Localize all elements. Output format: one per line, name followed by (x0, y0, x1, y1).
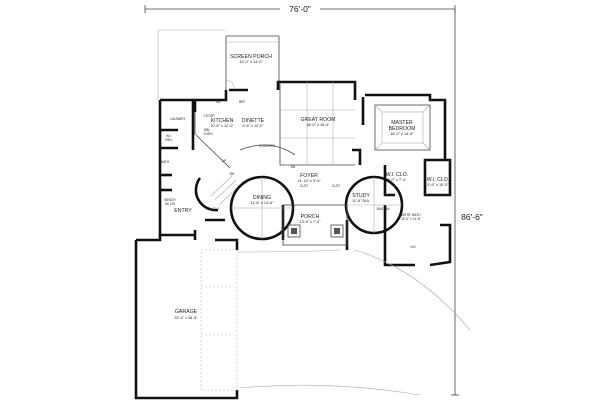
screen-porch-label: SCREEN PORCH (230, 54, 272, 60)
dbl-label: DBL (204, 128, 210, 132)
ref-label: REF (239, 100, 245, 104)
counter-label: COUNTER (259, 144, 275, 148)
counter (239, 144, 296, 156)
wi-clo-small-label: W.I. CLO. (206, 207, 220, 211)
wi-clo-1-size: 6'-0" x 7'-0" (387, 178, 407, 182)
porch (282, 204, 348, 246)
dn-label-2: DN (291, 165, 296, 169)
master-bedroom-label-2: BEDROOM (389, 126, 416, 132)
screen-porch-size: 12'-0" x 14'-0" (239, 60, 263, 64)
dining-size: 11'-6" x 14'-6" (250, 201, 274, 205)
dw-label: DN (216, 100, 221, 104)
foyer-size: 14'-10" x 9'-6" (297, 179, 321, 183)
bench-label-2: W/ LID (165, 202, 175, 206)
porch-label: PORCH (301, 214, 320, 220)
master-bedroom-size: 16'-0" x 15'-6" (390, 132, 414, 136)
clst-label-1: CLST (300, 184, 308, 188)
wi-clo-1-label: W.I. CLO. (386, 172, 408, 178)
laundry-label: LAUNDRY (170, 117, 186, 121)
depth-dimension: 86'-6" (461, 212, 483, 222)
lin-label: LIN (411, 245, 417, 249)
kitchen-size: 10'-6" x 12'-0" (210, 124, 234, 128)
dn-label: DN (230, 172, 235, 176)
mstr-bath-label: MSTR. BATH (401, 213, 421, 217)
master-bedroom-label: MASTER (391, 120, 413, 126)
built-in-label: BUILT-IN (377, 207, 391, 211)
width-dimension: 76'-0" (289, 4, 311, 14)
wi-pan-label-2: PAN. (165, 138, 172, 142)
up-label: UP (222, 159, 226, 163)
oven-label: OVEN (203, 132, 213, 136)
entry-label: ENTRY (174, 208, 192, 214)
wi-clo-2-size: 5'-6" x 10'-0" (427, 183, 449, 187)
garage-label: GARAGE (175, 309, 198, 315)
cktop-label: CKTOP (204, 114, 215, 118)
wi-clo-2-label: W.I. CLO. (427, 177, 449, 183)
wi-pan-label: W.I. (166, 134, 172, 138)
dining-label: DINING (253, 195, 271, 201)
foyer-label: FOYER (300, 173, 318, 179)
dinette-label: DINETTE (242, 118, 265, 124)
clst-label-2: CLST (332, 184, 340, 188)
bench-label: BENCH (164, 198, 176, 202)
screen-porch (225, 35, 280, 90)
garage (134, 235, 239, 400)
great-room-label: GREAT ROOM (301, 117, 336, 123)
kitchen-label: KITCHEN (211, 118, 234, 124)
study-size: 11'-6" DIA. (352, 199, 370, 203)
porch-size: 13'-6" x 7'-0" (299, 220, 321, 224)
great-room-size: 18'-0" x 18'-6" (306, 123, 330, 127)
dinette-size: 9'-6" x 12'-0" (242, 124, 264, 128)
mstr-bath-size: 12'-0" x 14'-6" (401, 217, 421, 221)
study-label: STUDY (352, 193, 370, 199)
garage-size: 23'-4" x 38'-8" (174, 316, 198, 320)
bath-label: BATH (161, 160, 170, 164)
